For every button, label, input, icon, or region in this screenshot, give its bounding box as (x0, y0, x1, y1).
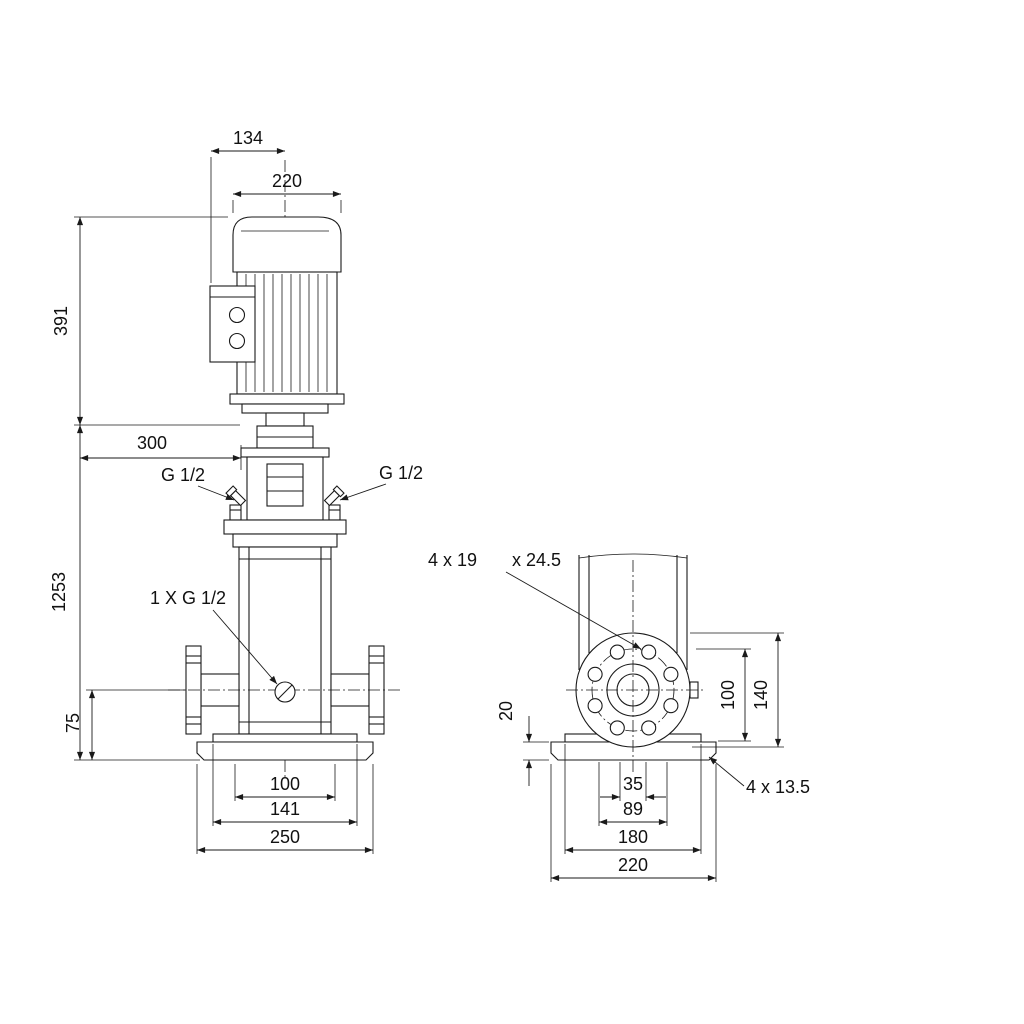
callout-flange-holes: 4 x 19 x 24.5 (428, 550, 642, 650)
coupling-guard (246, 456, 324, 521)
dim-motor-width: 220 (232, 171, 342, 213)
callout-base-holes: 4 x 13.5 (708, 756, 810, 797)
dim-100-side-label: 100 (718, 680, 738, 710)
dim-35-label: 35 (623, 774, 643, 794)
flange-bolt-hole (641, 720, 657, 736)
flange-bolt-hole (587, 698, 603, 714)
flange-bolt-hole (663, 698, 679, 714)
dim-port-to-base: 75 (63, 689, 186, 760)
dim-hole-offset: 35 (600, 762, 666, 801)
plug-left-label: G 1/2 (161, 465, 205, 485)
dim-base-inner: 100 (234, 764, 336, 801)
dim-141-label: 141 (270, 799, 300, 819)
coupling (240, 412, 330, 458)
chamber-stack (238, 546, 332, 735)
base-holes-label: 4 x 13.5 (746, 777, 810, 797)
leader-line (339, 483, 387, 501)
vent-plug-left (225, 485, 247, 507)
head-bolt-right (328, 504, 341, 521)
side-view (550, 553, 717, 775)
dim-total-height: 1253 (49, 425, 200, 761)
cable-gland-icon (228, 306, 246, 324)
dim-flange-height: 100 (696, 648, 751, 742)
dim-89-label: 89 (623, 799, 643, 819)
dimensions-front-view: 134 220 391 1253 300 G 1/2 (49, 128, 423, 854)
dim-hole-pair: 89 (598, 762, 668, 826)
flange-bolt-hole (609, 720, 625, 736)
dim-bolt-spacing: 180 (564, 744, 702, 854)
dim-134-label: 134 (233, 128, 263, 148)
flange-bolt-hole (663, 666, 679, 682)
terminal-box (209, 285, 256, 363)
dim-250-label: 250 (270, 827, 300, 847)
flange-bolt-hole (609, 644, 625, 660)
motor-flange (229, 393, 345, 414)
dim-220-motor-label: 220 (272, 171, 302, 191)
flange-counterbore-label: x 24.5 (512, 550, 561, 570)
dim-motor-height: 391 (51, 216, 240, 426)
callout-vent-plug-right: G 1/2 (339, 463, 423, 501)
vent-plug-right (323, 485, 345, 507)
pump-base-front (196, 733, 374, 761)
dimensions-side-view: 4 x 19 x 24.5 20 100 140 4 x 13.5 (428, 550, 810, 882)
motor (209, 216, 345, 414)
dim-20-label: 20 (496, 701, 516, 721)
head-bolt-left (229, 504, 242, 521)
drain-plug (274, 681, 296, 703)
dim-base-thickness: 20 (496, 701, 549, 786)
cable-gland-icon (228, 332, 246, 350)
leader-line (505, 571, 642, 650)
callout-drain-plug: 1 X G 1/2 (150, 588, 278, 685)
front-view (168, 160, 402, 778)
dim-base-width: 250 (196, 764, 374, 854)
pump-head (223, 519, 347, 548)
leader-line (212, 609, 278, 685)
leader-line (197, 485, 235, 501)
plug-right-label: G 1/2 (379, 463, 423, 483)
dim-1253-label: 1253 (49, 572, 69, 612)
dim-100-base-label: 100 (270, 774, 300, 794)
dim-220-base-label: 220 (618, 855, 648, 875)
dim-180-label: 180 (618, 827, 648, 847)
side-sleeve (578, 553, 688, 670)
drain-plug-label: 1 X G 1/2 (150, 588, 226, 608)
dim-base-mid: 141 (212, 744, 358, 826)
dim-75-label: 75 (63, 713, 83, 733)
dim-391-label: 391 (51, 306, 71, 336)
dim-clearance: 300 (80, 433, 242, 470)
dim-base-depth: 220 (550, 764, 717, 882)
flange-holes-label: 4 x 19 (428, 550, 477, 570)
flange-bolt-hole (587, 666, 603, 682)
dim-140-label: 140 (751, 680, 771, 710)
flange-bolt-hole (641, 644, 657, 660)
leader-line (708, 756, 745, 787)
dim-flange-diameter: 140 (690, 632, 784, 748)
dim-300-label: 300 (137, 433, 167, 453)
dim-terminal-width: 134 (210, 128, 285, 283)
callout-vent-plug-left: G 1/2 (161, 465, 235, 501)
